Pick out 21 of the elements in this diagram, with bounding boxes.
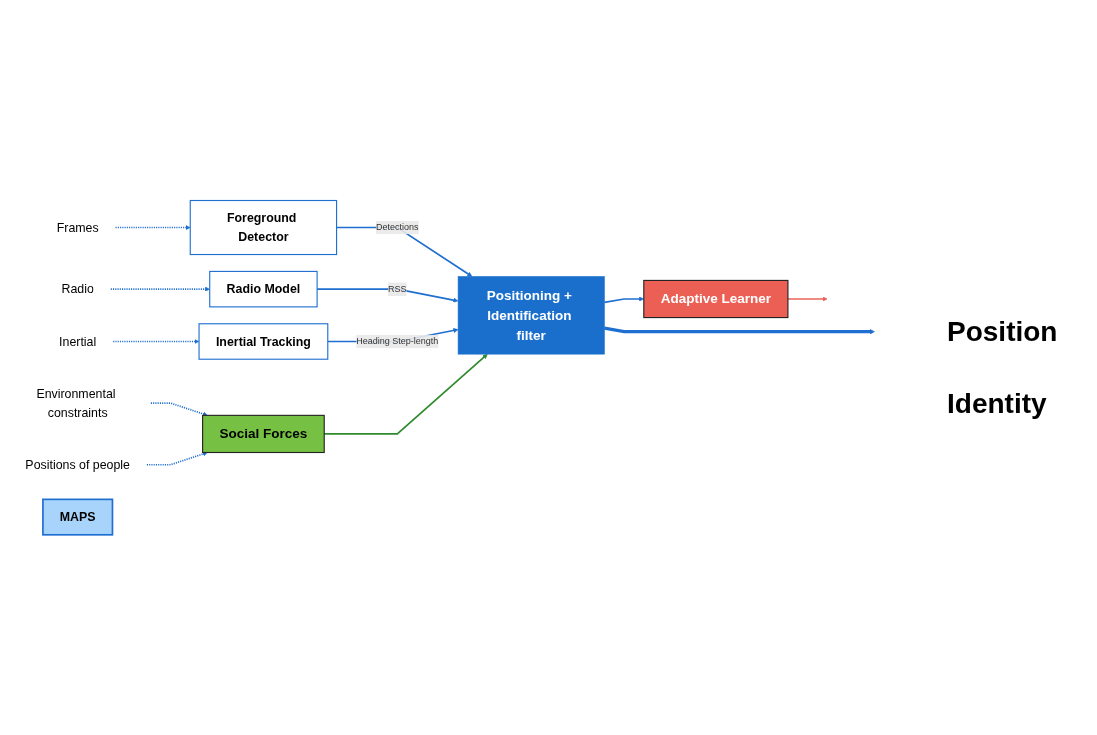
arrow [150, 402, 208, 417]
process-box: Social Forces [202, 414, 325, 453]
output-arrow [604, 326, 875, 334]
process-box: Foreground Detector [189, 199, 338, 255]
process-box: Radio Model [209, 270, 318, 308]
output-label: Identity [947, 387, 1048, 420]
arrow [112, 338, 200, 344]
arrow [114, 224, 191, 230]
process-box: Adaptive Learner [643, 279, 789, 318]
arrow [787, 296, 828, 302]
arrow [109, 286, 210, 292]
process-box: Inertial Tracking [198, 323, 329, 360]
input-label: Environmental constraints [36, 386, 116, 420]
process-box: MAPS [42, 498, 114, 536]
input-label: Radio [61, 281, 94, 296]
process-box: Positioning + Identification filter [457, 276, 605, 355]
arrow [146, 451, 208, 466]
input-label: Frames [56, 220, 99, 235]
input-label: Positions of people [25, 457, 130, 472]
input-label: Inertial [59, 334, 97, 349]
output-label: Position [947, 315, 1059, 348]
